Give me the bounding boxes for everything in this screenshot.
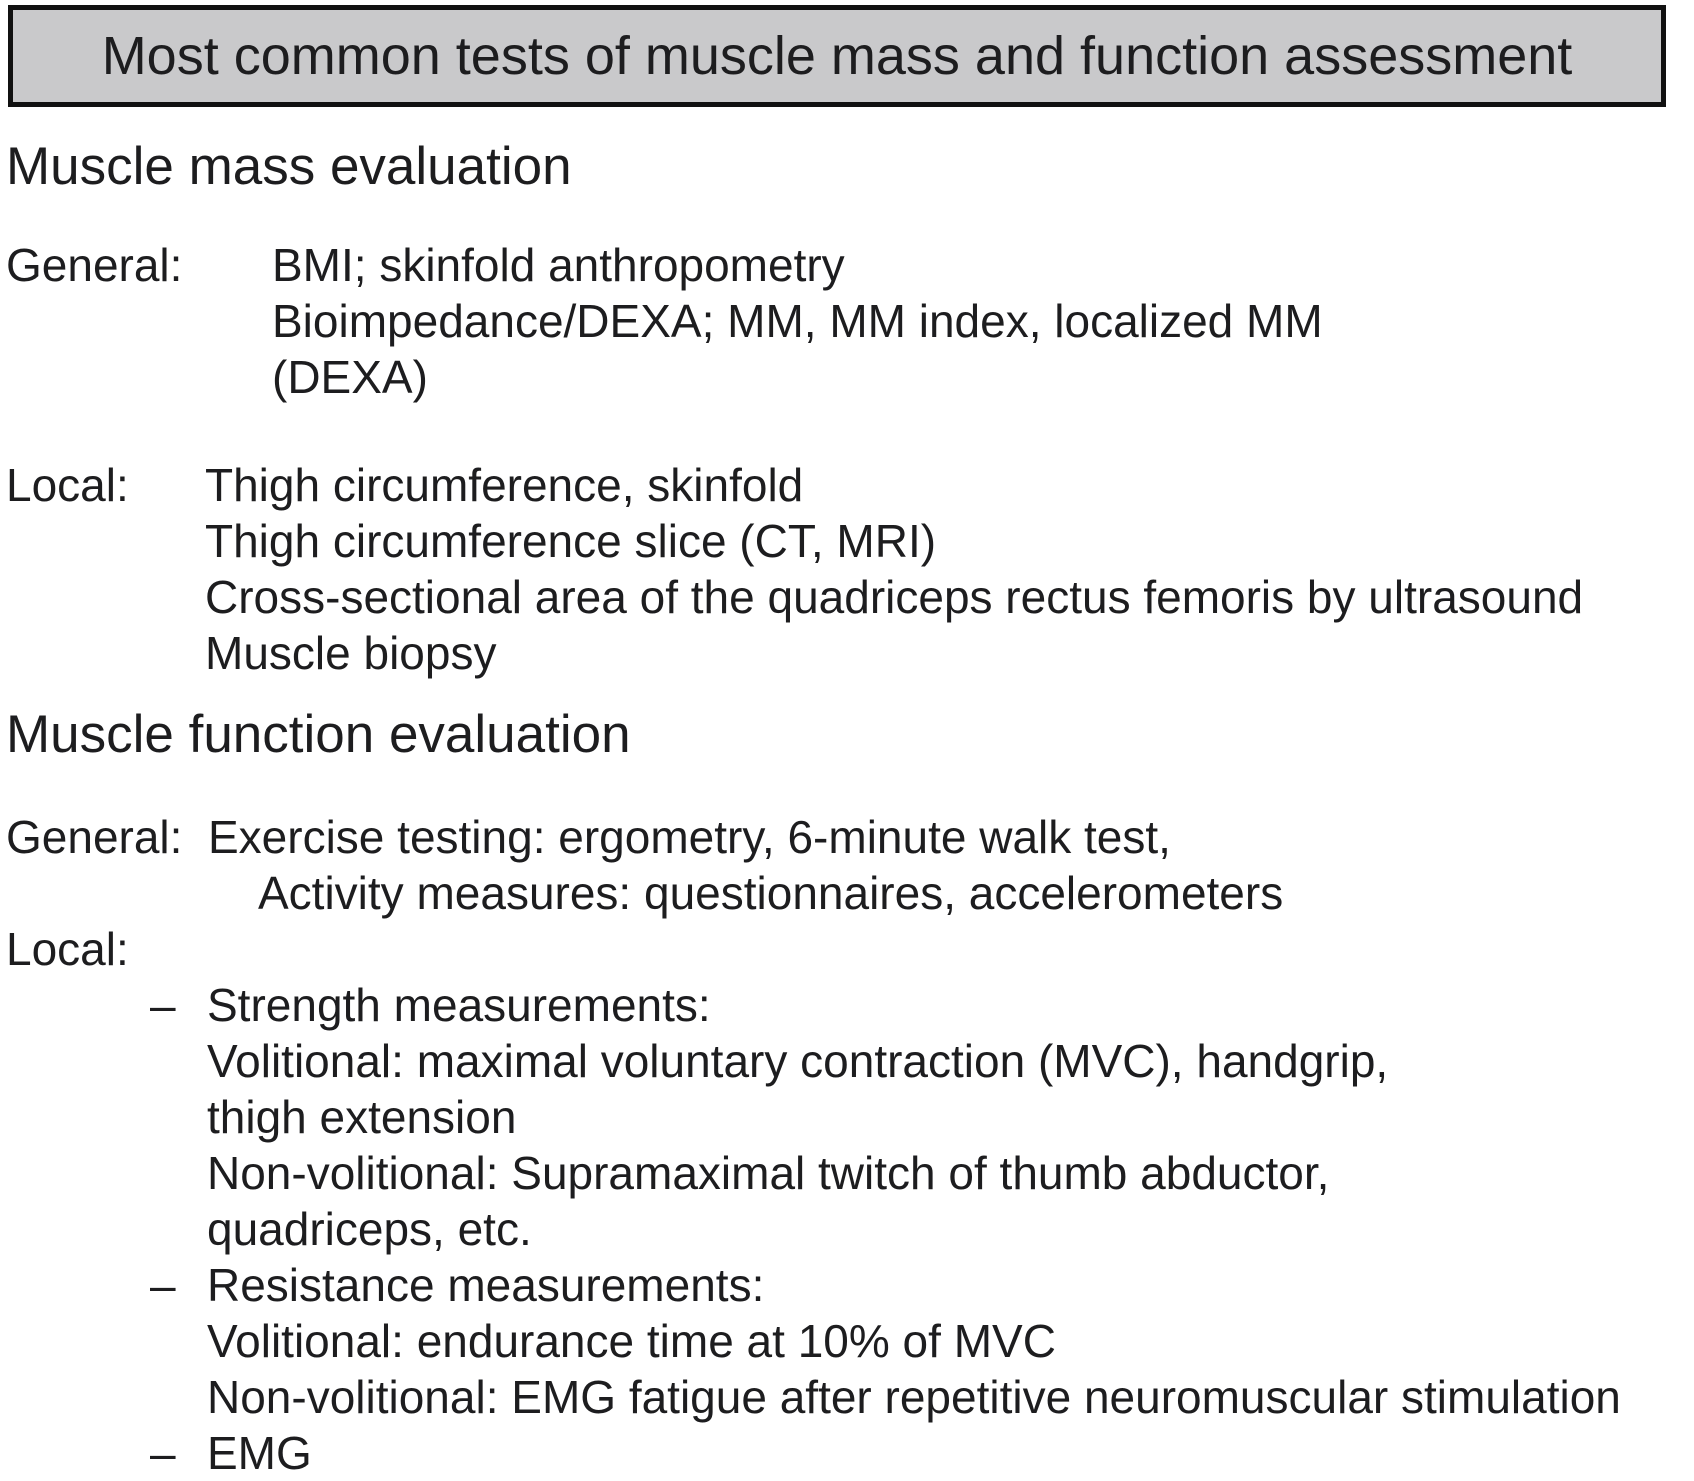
text-line: (DEXA) xyxy=(272,351,428,403)
text-line: quadriceps, etc. xyxy=(207,1203,532,1255)
figure-panel: Most common tests of muscle mass and fun… xyxy=(0,5,1694,1479)
text-line: Thigh circumference, skinfold xyxy=(205,459,804,511)
text-line: EMG xyxy=(207,1427,312,1479)
dash-bullet-icon: – xyxy=(150,1259,176,1311)
general-content: Exercise testing: ergometry, 6-minute wa… xyxy=(208,809,1283,921)
muscle-function-general-row: General: Exercise testing: ergometry, 6-… xyxy=(0,809,1694,921)
local-content: Thigh circumference, skinfold Thigh circ… xyxy=(205,457,1583,681)
text-line: Activity measures: questionnaires, accel… xyxy=(258,867,1284,919)
text-line: Non-volitional: Supramaximal twitch of t… xyxy=(207,1147,1330,1199)
title-box: Most common tests of muscle mass and fun… xyxy=(8,5,1666,107)
text-line: Strength measurements: xyxy=(207,979,711,1031)
text-line: Thigh circumference slice (CT, MRI) xyxy=(205,515,937,567)
general-content: BMI; skinfold anthropometry Bioimpedance… xyxy=(272,237,1323,405)
section-heading-muscle-function: Muscle function evaluation xyxy=(6,705,631,764)
bullet-content: Strength measurements: Volitional: maxim… xyxy=(207,977,1388,1257)
text-line: BMI; skinfold anthropometry xyxy=(272,239,845,291)
local-label: Local: xyxy=(6,923,129,975)
dash-bullet-icon: – xyxy=(150,1427,176,1479)
text-line: Muscle biopsy xyxy=(205,627,497,679)
bullet-content: EMG xyxy=(207,1425,312,1481)
section-heading-muscle-mass: Muscle mass evaluation xyxy=(6,137,572,196)
bullet-item-strength: – Strength measurements: Volitional: max… xyxy=(0,977,1694,1257)
general-label: General: xyxy=(6,811,183,863)
muscle-mass-general-row: General: BMI; skinfold anthropometry Bio… xyxy=(0,237,1694,405)
general-label: General: xyxy=(6,239,183,291)
text-line: Resistance measurements: xyxy=(207,1259,765,1311)
muscle-mass-local-row: Local: Thigh circumference, skinfold Thi… xyxy=(0,457,1694,681)
text-line: Exercise testing: ergometry, 6-minute wa… xyxy=(208,811,1171,863)
dash-bullet-icon: – xyxy=(150,979,176,1031)
text-line: Cross-sectional area of the quadriceps r… xyxy=(205,571,1584,623)
local-label: Local: xyxy=(6,459,129,511)
text-line: thigh extension xyxy=(207,1091,517,1143)
figure-title: Most common tests of muscle mass and fun… xyxy=(101,26,1573,86)
bullet-item-resistance: – Resistance measurements: Volitional: e… xyxy=(0,1257,1694,1425)
text-line: Volitional: endurance time at 10% of MVC xyxy=(207,1315,1056,1367)
text-line: Bioimpedance/DEXA; MM, MM index, localiz… xyxy=(272,295,1323,347)
bullet-item-emg: – EMG xyxy=(0,1425,1694,1481)
text-line: Volitional: maximal voluntary contractio… xyxy=(207,1035,1389,1087)
bullet-content: Resistance measurements: Volitional: end… xyxy=(207,1257,1621,1425)
text-line: Non-volitional: EMG fatigue after repeti… xyxy=(207,1371,1621,1423)
